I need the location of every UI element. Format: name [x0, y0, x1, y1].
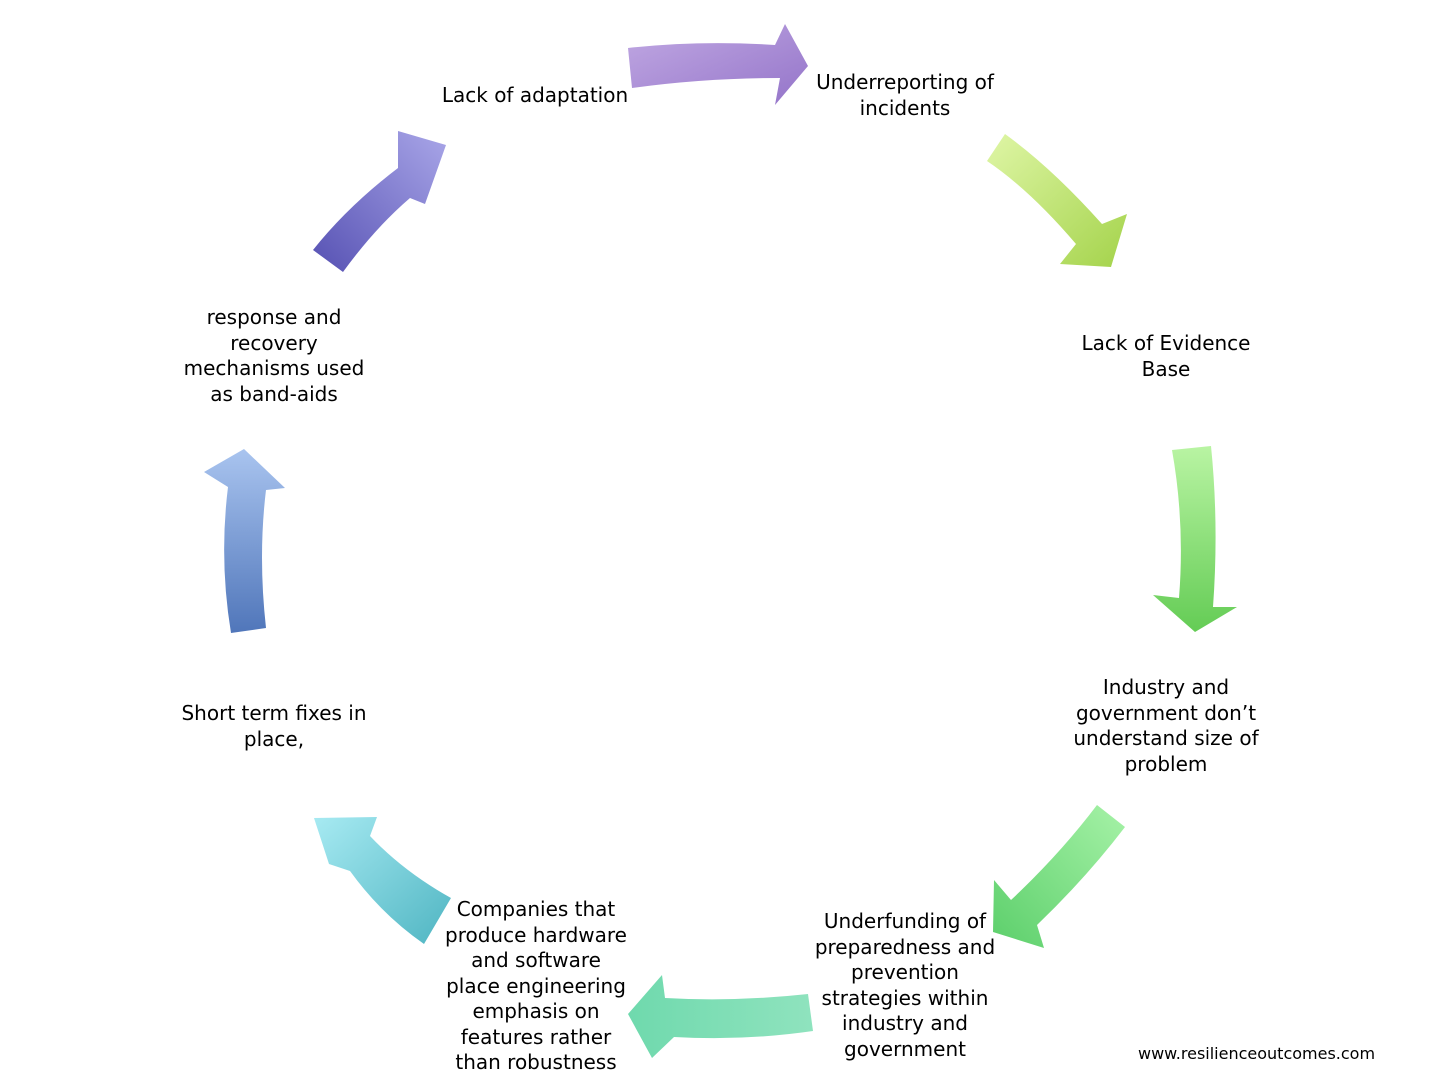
node-text-line: Industry and [1102, 675, 1230, 699]
node-text-line: preparedness and [814, 934, 996, 959]
node-lack-of-adaptation: Lack of adaptation [430, 83, 640, 109]
node-text-line: features rather [460, 1024, 612, 1049]
node-band-aids: response and recovery mechanisms used as… [179, 305, 369, 407]
node-text-line: recovery [230, 330, 318, 355]
cycle-arrow-band-aids-to-adaptation [313, 131, 446, 272]
node-lack-of-evidence-base: Lack of Evidence Base [1076, 331, 1256, 382]
cycle-arrow-adaptation-to-underreporting [628, 24, 808, 105]
cycle-arrow-companies-to-short-term [314, 817, 451, 944]
cycle-arrow-evidence-to-understanding [1153, 446, 1237, 632]
node-text-line: emphasis on [472, 999, 600, 1023]
node-text-line: Base [1141, 356, 1191, 381]
node-text-line: place, [243, 726, 305, 751]
node-text-line: response and [206, 305, 342, 329]
node-text-line: incidents [859, 95, 951, 120]
website-url: www.resilienceoutcomes.com [1138, 1044, 1376, 1063]
node-text-line: than robustness [455, 1050, 617, 1074]
node-short-term-fixes: Short term fixes in place, [174, 701, 374, 752]
node-text-line: Underreporting of [816, 70, 994, 94]
node-text-line: Lack of adaptation [441, 83, 629, 107]
node-text-line: industry and [842, 1011, 968, 1035]
node-industry-government-understanding: Industry and government don’t understand… [1070, 675, 1262, 777]
node-text-line: strategies within [821, 985, 989, 1010]
node-companies-features: Companies that produce hardware and soft… [440, 897, 632, 1076]
cycle-arrow-short-term-to-band-aids [204, 449, 285, 633]
cycle-arrow-underreporting-to-evidence [987, 134, 1127, 267]
node-text-line: Underfunding of [823, 909, 987, 933]
node-text-line: mechanisms used [183, 356, 365, 380]
node-text-line: government [844, 1036, 966, 1061]
node-text-line: and software [471, 948, 601, 972]
cycle-arrow-underfunding-to-companies [628, 975, 813, 1058]
node-text-line: Lack of Evidence [1081, 331, 1251, 355]
node-underfunding: Underfunding of preparedness and prevent… [809, 909, 1001, 1062]
node-text-line: understand size of [1073, 726, 1259, 750]
node-underreporting: Underreporting of incidents [815, 70, 995, 121]
node-text-line: Companies that [456, 897, 616, 921]
node-text-line: problem [1124, 751, 1208, 776]
cycle-arrow-understanding-to-underfunding [993, 805, 1125, 948]
node-text-line: place engineering [446, 973, 626, 998]
node-text-line: Short term fixes in [181, 701, 367, 725]
node-text-line: produce hardware [445, 922, 627, 947]
node-text-line: as band-aids [210, 381, 338, 406]
node-text-line: prevention [851, 960, 959, 984]
node-text-line: government don’t [1075, 700, 1257, 725]
